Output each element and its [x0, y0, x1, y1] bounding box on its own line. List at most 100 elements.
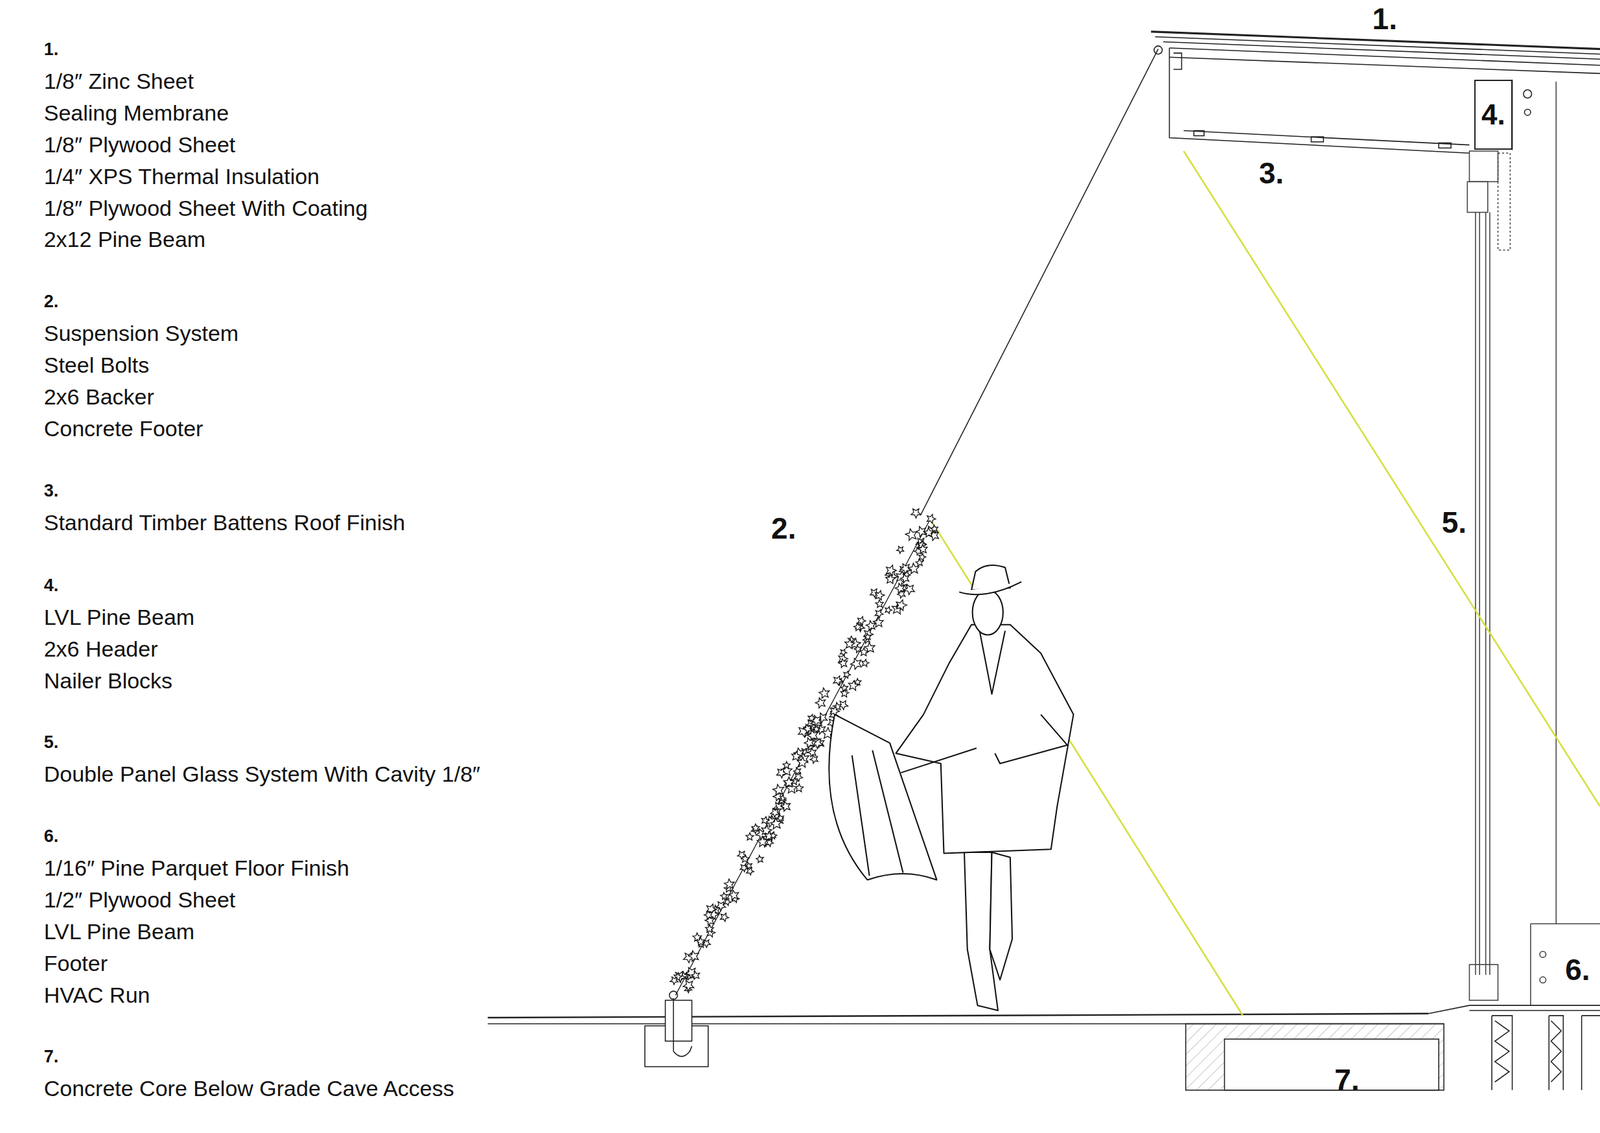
list-number: 6. — [44, 826, 59, 847]
ivy-leaf — [908, 563, 919, 574]
ivy-leaf — [746, 867, 754, 875]
ivy-leaf — [782, 761, 790, 769]
spec-item: 2x6 Backer — [44, 384, 155, 409]
ivy-leaf — [705, 924, 715, 933]
spec-item: Footer — [44, 951, 108, 976]
ivy-leaf — [683, 980, 695, 991]
ivy-leaf — [904, 584, 915, 595]
spec-item: 1/16″ Pine Parquet Floor Finish — [44, 856, 350, 881]
ivy-leaf — [924, 527, 934, 537]
person-figure — [828, 565, 1074, 1011]
light-lines — [928, 150, 1600, 1016]
spec-item: Standard Timber Battens Roof Finish — [44, 510, 406, 535]
list-number: 7. — [44, 1047, 59, 1067]
callout-number: 5. — [1441, 506, 1467, 540]
spec-item: 1/8″ Zinc Sheet — [44, 69, 194, 94]
ivy-leaf — [807, 747, 816, 757]
ivy-leaf — [773, 784, 785, 796]
ivy-leaf — [804, 737, 814, 748]
ivy-leaf — [776, 767, 787, 778]
ivy-leaf — [780, 800, 791, 812]
ivy-leaf — [670, 976, 678, 985]
spec-item: 1/8″ Plywood Sheet With Coating — [44, 196, 369, 221]
ivy-leaf — [875, 590, 885, 601]
ivy-leaf — [770, 817, 782, 829]
ivy-leaf — [819, 687, 830, 698]
ivy-leaf — [843, 670, 851, 678]
ivy-leaf — [802, 723, 812, 733]
ivy-leaf — [854, 645, 862, 653]
ivy-leaf — [783, 776, 794, 787]
spec-item: 1/2″ Plywood Sheet — [44, 887, 236, 912]
ivy-leaf — [765, 838, 774, 847]
ivy-leaf — [769, 832, 777, 840]
ivy-leaf — [853, 622, 862, 631]
ivy-leaf — [808, 714, 816, 722]
ivy-leaf — [720, 892, 728, 900]
ivy-leaf — [813, 725, 820, 733]
spec-item: 2x12 Pine Beam — [44, 227, 207, 252]
ivy-leaf — [863, 633, 871, 641]
ivy-leaf — [840, 688, 849, 697]
ivy-leaf — [905, 528, 917, 541]
ivy-leaf — [918, 544, 928, 554]
glass-wall — [1467, 81, 1600, 1006]
spec-item: LVL Pine Beam — [44, 919, 195, 944]
spec-item: Suspension System — [44, 321, 240, 346]
ivy-leaf — [845, 638, 855, 649]
ivy-leaf — [873, 616, 884, 627]
anchor-footer — [644, 990, 709, 1067]
spec-item: LVL Pine Beam — [44, 605, 195, 630]
spec-item: Double Panel Glass System With Cavity 1/… — [44, 762, 481, 787]
ivy-leaf — [848, 680, 858, 691]
ivy-leaf — [874, 609, 884, 618]
ivy-leaf — [770, 808, 780, 818]
ivy-leaf — [861, 659, 870, 667]
spec-item: 1/8″ Plywood Sheet — [44, 132, 236, 157]
ivy-leaf — [875, 599, 884, 608]
ivy-leaf — [729, 889, 739, 900]
ivy-leaf — [833, 675, 843, 686]
roof-assembly — [1150, 31, 1600, 153]
ivy-leaf — [815, 697, 825, 709]
ivy-leaf — [794, 773, 803, 782]
spec-item: Nailer Blocks — [44, 668, 173, 693]
ivy-leaf — [918, 553, 927, 561]
ivy-leaf — [911, 508, 921, 518]
spec-item: Concrete Core Below Grade Cave Access — [44, 1076, 455, 1101]
callout-number: 3. — [1259, 156, 1284, 190]
ivy-leaf — [724, 898, 732, 906]
ivy-leaf — [927, 514, 936, 524]
ivy-leaf — [885, 606, 892, 614]
ivy-leaf — [900, 573, 910, 583]
spec-item: Concrete Footer — [44, 416, 204, 441]
ivy-leaf — [791, 751, 802, 761]
ivy-leaf — [896, 599, 907, 611]
ivy-leaf — [756, 855, 764, 863]
ivy-leaf — [716, 901, 726, 911]
ivy-leaf — [865, 620, 876, 630]
ivy-leaf — [761, 816, 770, 825]
ivy-leaf — [797, 756, 808, 768]
floor-foundation — [487, 1005, 1600, 1090]
spec-item: 2x6 Header — [44, 637, 159, 661]
ivy-leaf — [688, 950, 699, 962]
ivy-leaf — [737, 850, 746, 860]
ivy-leaf — [838, 658, 848, 668]
ivy-leaf — [756, 835, 768, 847]
ivy-leaf — [896, 546, 905, 554]
ivy-leaf — [745, 832, 754, 840]
spec-item: Steel Bolts — [44, 353, 150, 378]
list-number: 2. — [44, 292, 59, 312]
ivy-leaf — [703, 910, 713, 919]
ivy-leaf — [900, 563, 911, 575]
list-number: 3. — [44, 481, 59, 501]
list-number: 4. — [44, 576, 59, 596]
ivy-leaf — [886, 565, 897, 577]
spec-item: 1/4″ XPS Thermal Insulation — [44, 164, 320, 189]
ivy-leaf — [894, 583, 905, 593]
callout-number: 6. — [1565, 953, 1590, 987]
callout-number: 2. — [771, 511, 796, 545]
ivy-leaf — [696, 937, 706, 946]
ivy-leaf — [691, 970, 700, 980]
